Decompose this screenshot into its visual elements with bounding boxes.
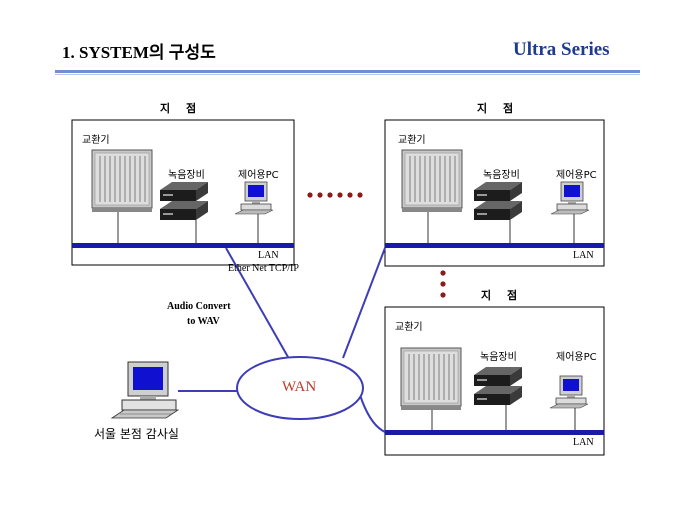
convert-label-line2: to WAV xyxy=(187,316,220,327)
branch-box-3 xyxy=(384,306,605,456)
exchange-icon xyxy=(400,347,462,411)
lan-label: LAN xyxy=(258,250,279,261)
exchange-label: 교환기 xyxy=(398,135,426,146)
page-title: 1. SYSTEM의 구성도 xyxy=(62,43,216,62)
branch-box-2 xyxy=(384,119,605,267)
protocol-label: Ether Net TCP/IP xyxy=(228,263,299,274)
header-rule-shadow xyxy=(55,74,640,75)
branch-label-2: 지 점 xyxy=(477,102,520,115)
branch-label-1: 지 점 xyxy=(160,102,203,115)
branch-box-1 xyxy=(71,119,295,266)
control-pc-label: 제어용PC xyxy=(556,170,597,181)
network-links xyxy=(178,247,386,433)
wan-cloud xyxy=(236,356,364,420)
recorder-label: 녹음장비 xyxy=(483,170,520,181)
hq-label: 서울 본점 감사실 xyxy=(94,427,179,441)
hq-pc-icon xyxy=(111,361,179,419)
header-rule xyxy=(55,70,640,73)
convert-label-line1: Audio Convert xyxy=(167,301,231,312)
recorder-icon xyxy=(474,367,522,405)
branch-label-3: 지 점 xyxy=(481,289,524,302)
exchange-icon xyxy=(401,149,463,213)
wan-label: WAN xyxy=(282,379,317,395)
control-pc-label: 제어용PC xyxy=(238,170,279,181)
exchange-label: 교환기 xyxy=(82,135,110,146)
ellipsis-dots-vertical xyxy=(440,270,446,298)
exchange-icon xyxy=(91,149,153,213)
brand-title: Ultra Series xyxy=(513,39,610,60)
recorder-label: 녹음장비 xyxy=(168,170,205,181)
control-pc-label: 제어용PC xyxy=(556,352,597,363)
exchange-label: 교환기 xyxy=(395,322,423,333)
recorder-icon xyxy=(160,182,208,220)
lan-label: LAN xyxy=(573,437,594,448)
recorder-icon xyxy=(474,182,522,220)
ellipsis-dots-horizontal xyxy=(307,192,363,198)
lan-label: LAN xyxy=(573,250,594,261)
recorder-label: 녹음장비 xyxy=(480,352,517,363)
